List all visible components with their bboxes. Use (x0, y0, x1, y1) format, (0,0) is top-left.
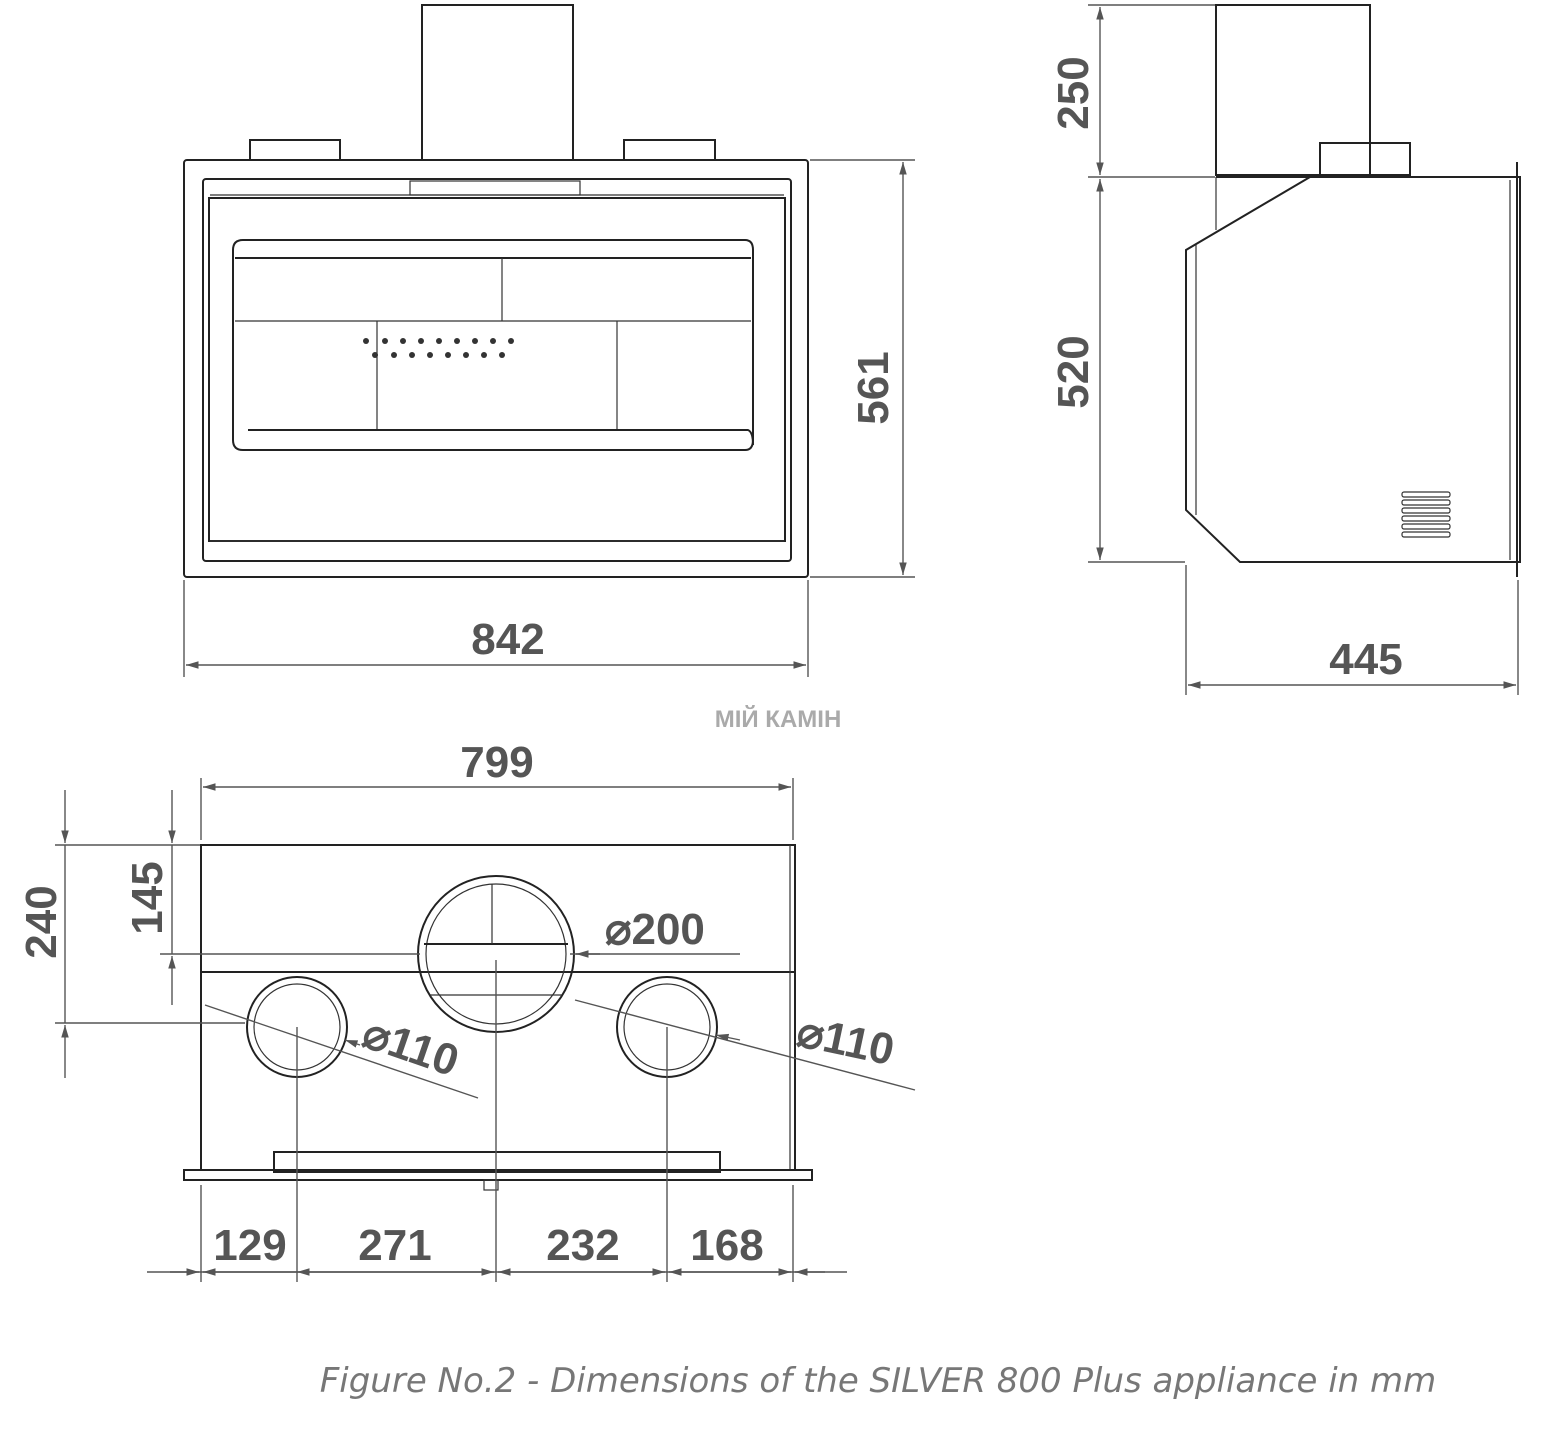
side-flue-pipe (1215, 4, 1371, 176)
outer-frame (183, 159, 809, 578)
total-depth-label: 240 (17, 885, 66, 958)
offset-label-1: 129 (213, 1221, 286, 1270)
front-width-label: 842 (471, 615, 544, 664)
inner-frame (202, 178, 792, 562)
flue-pipe (421, 4, 574, 161)
front-view: 561 842 (183, 4, 915, 677)
body-height-label: 520 (1049, 335, 1098, 408)
side-body (1185, 176, 1521, 563)
air-collar-left (249, 139, 341, 161)
right-air-diameter-label: ⌀110 (793, 1007, 899, 1075)
vent-grille (1401, 491, 1451, 538)
bottom-bar (273, 1151, 721, 1173)
flue-height-label: 250 (1049, 56, 1098, 129)
air-collar-right (623, 139, 716, 161)
figure-caption: Figure No.2 - Dimensions of the SILVER 8… (320, 1361, 1437, 1401)
door (208, 197, 786, 542)
flue-diameter-label: ⌀200 (605, 905, 705, 954)
depth-label: 445 (1329, 635, 1402, 684)
offset-label-2: 271 (358, 1221, 431, 1270)
offset-label-3: 232 (546, 1221, 619, 1270)
flue-depth-label: 145 (123, 861, 172, 934)
watermark: МІЙ КАМІН (715, 705, 842, 733)
side-view: 250 520 445 (1049, 4, 1521, 695)
top-view: 799 240 145 ⌀200 ⌀110 ⌀110 129 2 (17, 738, 916, 1282)
glass-panel (232, 239, 754, 451)
top-width-label: 799 (460, 738, 533, 787)
offset-label-4: 168 (690, 1221, 763, 1270)
front-height-label: 561 (849, 351, 898, 424)
